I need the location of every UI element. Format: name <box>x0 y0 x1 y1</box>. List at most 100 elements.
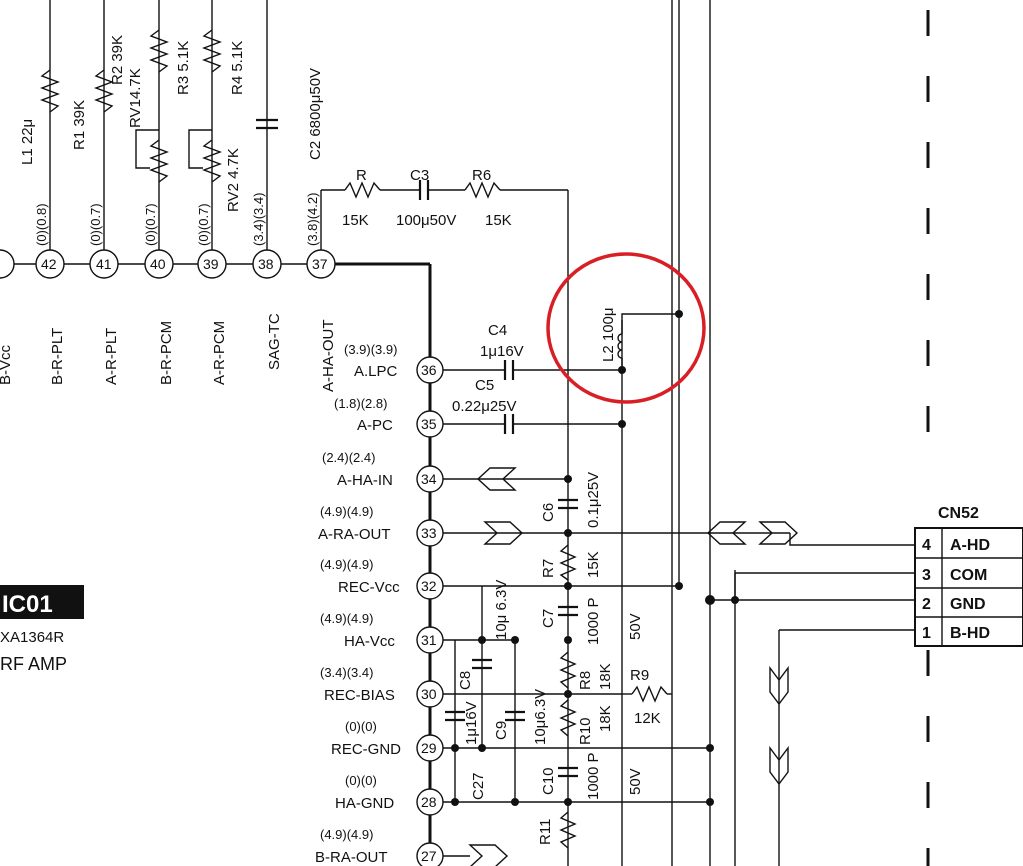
pin-voltage: (4.9)(4.9) <box>320 827 373 842</box>
label-c6-ref: C6 <box>540 503 557 522</box>
label-c3-val: 100μ50V <box>396 212 456 229</box>
label-c2: C2 6800μ50V <box>307 68 324 160</box>
label-c10-volt: 50V <box>627 768 644 795</box>
label-r9-ref: R9 <box>630 667 649 684</box>
pin-number: 28 <box>421 794 437 810</box>
connector-pin-name: COM <box>950 567 987 584</box>
bus-lines <box>671 0 780 866</box>
pin-name: B-R-PLT <box>49 328 66 385</box>
pin-voltage: (0)(0) <box>345 719 377 734</box>
label-c8-ref: C8 <box>457 671 474 690</box>
ic-part-number: XA1364R <box>0 629 64 646</box>
pin-circle <box>416 626 444 654</box>
label-c4-val: 1μ16V <box>480 343 524 360</box>
top-pins: B-Vcc 42 B-R-PLT (0)(0.8) 41 A-R-PLT (0)… <box>0 193 337 392</box>
pin-number: 27 <box>421 848 437 864</box>
pin-voltage: (1.8)(2.8) <box>334 396 387 411</box>
pin-circle <box>416 680 444 708</box>
connector-ref: CN52 <box>938 505 979 522</box>
pin-circle <box>197 249 227 279</box>
component-labels: L1 22μ R1 39K R2 39K RV14.7K R3 5.1K RV2… <box>19 35 661 845</box>
pin-name: REC-Vcc <box>338 579 400 596</box>
label-c7-volt: 50V <box>627 613 644 640</box>
label-c7-val: 1000 P <box>585 597 602 645</box>
pin-voltage: (3.4)(3.4) <box>320 665 373 680</box>
pin-number: 30 <box>421 686 437 702</box>
pin-name: A.LPC <box>354 363 398 380</box>
label-r9-val: 12K <box>634 710 661 727</box>
pin-number: 39 <box>203 256 219 272</box>
label-r-val: 15K <box>342 212 369 229</box>
pin-circle <box>35 249 65 279</box>
label-r6-val: 15K <box>485 212 512 229</box>
pin-name: B-Vcc <box>0 344 14 385</box>
label-r7-val: 15K <box>585 551 602 578</box>
pin-voltage: (3.8)(4.2) <box>305 193 320 246</box>
pin-number: 40 <box>150 256 166 272</box>
pin-name: REC-GND <box>331 741 401 758</box>
label-r10-val: 18K <box>597 705 614 732</box>
side-pins: 36 A.LPC (3.9)(3.9) 35 A-PC (1.8)(2.8) 3… <box>315 342 444 866</box>
label-r8-ref: R8 <box>577 671 594 690</box>
pin-name: SAG-TC <box>266 313 283 370</box>
label-c10-val: 1000 P <box>585 752 602 800</box>
pin-voltage: (4.9)(4.9) <box>320 504 373 519</box>
label-c3-ref: C3 <box>410 167 429 184</box>
connector-wiring <box>710 572 915 631</box>
label-r6-ref: R6 <box>472 167 491 184</box>
label-c9-val: 10μ6.3V <box>532 689 549 745</box>
top-series-row <box>321 180 569 866</box>
pin-voltage: (0)(0.7) <box>88 203 103 246</box>
pin-circle <box>416 410 444 438</box>
pin-circle <box>416 734 444 762</box>
pin-voltage: (0)(0) <box>345 773 377 788</box>
pin-circle <box>252 249 282 279</box>
pin-circle <box>144 249 174 279</box>
pin-circle <box>89 249 119 279</box>
connector-pin-name: B-HD <box>950 625 990 642</box>
label-c7-ref: C7 <box>540 609 557 628</box>
connector-pin-num: 1 <box>922 625 931 642</box>
pin-number: 37 <box>312 256 328 272</box>
ic-label-block: IC01 XA1364R RF AMP <box>0 585 84 674</box>
label-r11-ref: R11 <box>537 819 554 845</box>
pin-number: 38 <box>258 256 274 272</box>
connector-pin-num: 4 <box>922 537 931 554</box>
label-c10-ref: C10 <box>540 767 557 795</box>
pin-number: 34 <box>421 471 437 487</box>
label-r1: R1 39K <box>71 100 88 150</box>
pin-name: B-R-PCM <box>158 321 175 385</box>
pin-name: A-R-PLT <box>103 328 120 385</box>
connector-pin-num: 2 <box>922 596 931 613</box>
pin-name: A-HA-IN <box>337 472 393 489</box>
label-c27-ref: C27 <box>470 772 487 800</box>
label-r-ref: R <box>356 167 367 184</box>
connector-pin-name: GND <box>950 596 986 613</box>
pin-circle <box>0 249 15 279</box>
pin-voltage: (4.9)(4.9) <box>320 557 373 572</box>
pin-name: REC-BIAS <box>324 687 395 704</box>
pin-voltage: (3.9)(3.9) <box>344 342 397 357</box>
label-rv1: RV14.7K <box>127 68 144 128</box>
pin-number: 29 <box>421 740 437 756</box>
connector-pin-name: A-HD <box>950 537 990 554</box>
pin-name: HA-Vcc <box>344 633 395 650</box>
pin-number: 33 <box>421 525 437 541</box>
pin-circle <box>416 572 444 600</box>
label-r3: R3 5.1K <box>175 41 192 95</box>
label-rv2: RV2 4.7K <box>225 148 242 212</box>
ladder-components <box>445 498 578 849</box>
pin-voltage: (3.4)(3.4) <box>251 193 266 246</box>
label-r7-ref: R7 <box>540 559 557 578</box>
ic-function: RF AMP <box>0 654 67 674</box>
pin-voltage: (0)(0.7) <box>143 203 158 246</box>
pin-number: 31 <box>421 632 437 648</box>
side-pin-wires <box>430 320 915 866</box>
ic-ref: IC01 <box>2 591 53 618</box>
pin-voltage: (4.9)(4.9) <box>320 611 373 626</box>
label-c8-val: 10μ 6.3V <box>493 580 510 640</box>
pin-circle <box>416 842 444 866</box>
pin-number: 42 <box>41 256 57 272</box>
pin-name: A-RA-OUT <box>318 526 391 543</box>
